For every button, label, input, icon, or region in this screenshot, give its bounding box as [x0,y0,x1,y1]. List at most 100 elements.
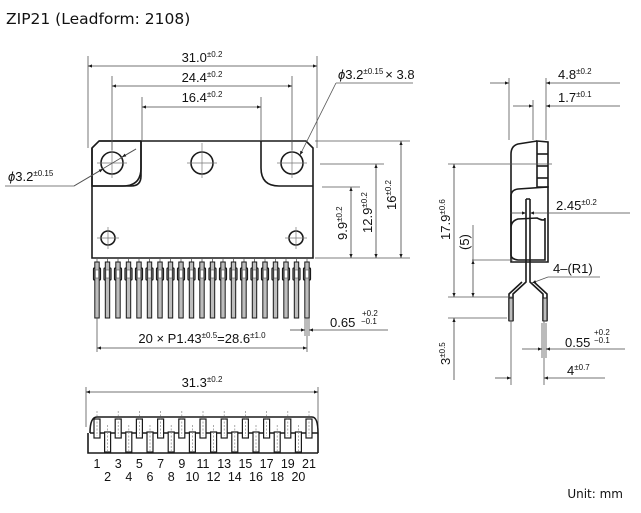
front-lead [187,258,196,319]
pin-label-odd: 15 [238,457,252,471]
front-lead [134,258,144,319]
hole-lower-left [97,227,119,249]
dim-lead-thickness-label: 0.55 [565,335,590,350]
bottom-lead [199,411,207,439]
bottom-lead [231,425,239,453]
front-lead [239,258,249,319]
side-lower-body [510,186,549,263]
front-lead [208,258,217,319]
dim-bend-ref-label: (5) [457,234,472,250]
pin-label-odd: 13 [217,457,231,471]
bottom-lead [273,425,281,453]
pin-label-odd: 1 [94,457,101,471]
dim-thickness-label: 4.8±0.2 [558,67,592,82]
package-body [91,140,142,187]
bottom-lead [220,411,228,439]
dim-seated-height-label: 17.9±0.6 [438,199,453,240]
side-body [510,140,546,261]
front-lead [92,258,102,319]
bend-radius-label: 4–(R1) [553,261,593,276]
dim-lead-width-tol-minus: −0.1 [361,317,377,326]
drawing-title: ZIP21 (Leadform: 2108) [6,10,191,28]
pin-label-odd: 11 [197,457,210,471]
dim-lead-thickness-tol-plus: +0.2 [594,328,610,337]
pin-label-odd: 7 [157,457,164,471]
bottom-lead [103,425,112,453]
front-lead [145,258,154,319]
pin-label-even: 6 [147,470,154,484]
bottom-lead [167,425,175,453]
pin-label-even: 20 [291,470,305,484]
pin-label-odd: 17 [260,457,274,471]
front-lead [113,258,123,319]
hole-center [187,143,217,178]
front-lead [176,258,186,319]
front-lead [166,258,175,319]
bottom-leads [93,411,313,453]
pin-label-even: 18 [270,470,284,484]
front-lead [229,258,238,319]
package-outline-main [91,140,314,259]
bottom-lead [146,425,154,453]
front-lead [292,258,301,319]
pin-label-even: 10 [185,470,199,484]
dim-12-9-label: 12.9±0.2 [360,192,375,233]
dim-31-label: 31.0±0.2 [182,50,223,65]
dim-16-label: 16±0.2 [384,179,399,210]
hole-lower-right [285,227,307,249]
dim-heatsink-label: 1.7±0.1 [558,90,592,105]
front-lead [218,258,228,319]
bottom-lead [125,425,133,453]
pin-label-odd: 21 [302,457,316,471]
bottom-lead [252,425,260,453]
front-lead [103,258,112,319]
side-view: 4.8±0.2 1.7±0.1 2.45±0.2 17.9±0.6 (5) 4–… [438,67,630,385]
dim-round-hole-label: ϕ3.2±0.15 [8,169,54,184]
dim-31-3-label: 31.3±0.2 [182,375,223,390]
left-tab [92,141,142,187]
pin-label-odd: 3 [115,457,122,471]
bottom-lead [210,425,218,453]
front-lead [302,258,312,319]
pin-label-even: 2 [104,470,111,484]
dim-16-4-label: 16.4±0.2 [182,90,223,105]
pin-label-even: 12 [207,470,221,484]
pin-label-even: 4 [125,470,132,484]
front-leads [92,258,312,319]
bottom-lead [284,411,292,439]
bottom-lead [114,411,122,439]
bottom-lead [93,411,101,439]
pin-label-odd: 5 [136,457,143,471]
bottom-lead [188,425,196,453]
pin-label-even: 16 [249,470,263,484]
bottom-lead [178,411,186,439]
front-lead [271,258,280,319]
front-lead [281,258,291,319]
pin-label-odd: 9 [178,457,185,471]
dim-slot-hole-label: ϕ3.2±0.15× 3.8 [338,67,415,82]
front-lead [124,258,133,319]
dim-lead-offset-label: 2.45±0.2 [556,198,597,213]
bottom-lead [305,411,313,439]
dim-lead-length-label: 3±0.5 [438,342,453,365]
dim-pitch-label: 20 × P1.43±0.5=28.6±1.0 [138,331,266,346]
right-tab [260,141,313,187]
bottom-lead [294,425,302,453]
dim-row-spacing-label: 4±0.7 [567,363,590,378]
bottom-lead [157,411,165,439]
dim-lead-thickness-tol-minus: −0.1 [594,336,610,345]
bottom-lead [263,411,271,439]
front-lead [250,258,259,319]
front-lead [197,258,207,319]
bottom-lead [135,411,143,439]
dim-lead-width-tol-plus: +0.2 [362,309,378,318]
front-view: 31.0±0.2 24.4±0.2 16.4±0.2 ϕ3.2±0.15× 3.… [5,50,415,352]
dim-9-9-label: 9.9±0.2 [335,206,350,240]
dim-24-4-label: 24.4±0.2 [182,70,223,85]
bottom-lead [241,411,249,439]
dim-lead-width-label: 0.65 [330,315,355,330]
front-lead [260,258,270,319]
